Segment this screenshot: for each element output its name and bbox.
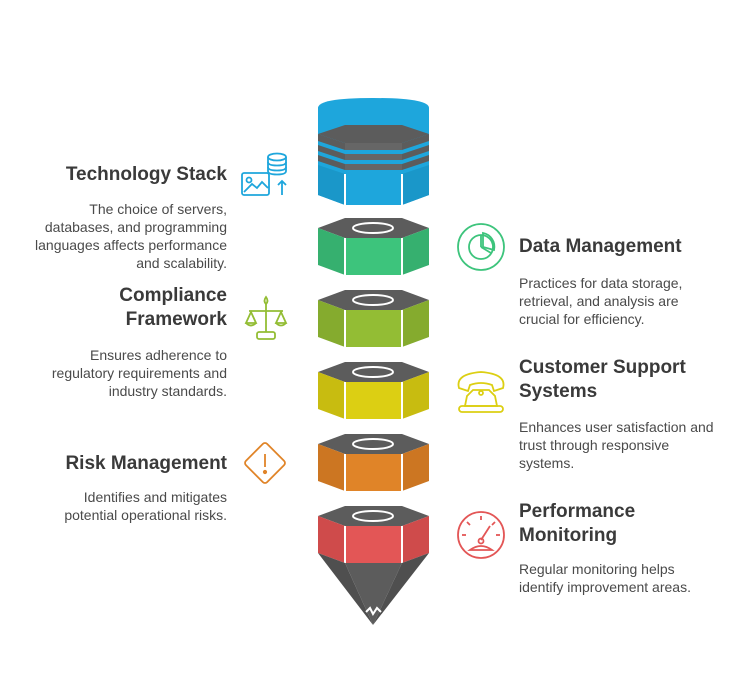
warning-diamond-icon — [244, 442, 286, 484]
customer-support-description: Enhances user satisfaction and trust thr… — [519, 419, 714, 471]
performance-description: Regular monitoring helps identify improv… — [519, 561, 691, 595]
stack-layer-technology — [318, 98, 429, 205]
technology-stack-description: The choice of servers, databases, and pr… — [35, 201, 227, 271]
telephone-icon — [457, 371, 505, 413]
risk-management-title: Risk Management — [65, 453, 227, 474]
customer-support-title-line2: Systems — [519, 381, 598, 402]
stack-layer-performance — [318, 506, 429, 563]
technology-stack-title: Technology Stack — [65, 164, 227, 185]
stack-layer-compliance — [318, 290, 429, 347]
data-management-title: Data Management — [519, 236, 682, 257]
risk-management-description: Identifies and mitigates potential opera… — [64, 489, 227, 523]
scales-icon — [244, 295, 288, 340]
stack-layer-risk-management — [318, 434, 429, 491]
compliance-title-line2: Framework — [125, 309, 227, 330]
performance-title-line2: Monitoring — [519, 525, 618, 546]
stack-cone-tip — [318, 553, 429, 625]
compliance-description: Ensures adherence to regulatory requirem… — [51, 347, 227, 399]
performance-title: Performance Monitoring — [519, 500, 739, 548]
stack-layer-customer-support — [318, 362, 429, 419]
data-management-description: Practices for data storage, retrieval, a… — [519, 275, 683, 327]
pie-chart-icon — [457, 223, 505, 271]
compliance-title: Compliance Framework — [30, 284, 227, 332]
performance-title-line1: Performance — [519, 501, 636, 522]
customer-support-title: Customer Support Systems — [519, 356, 739, 404]
database-image-icon — [241, 152, 287, 196]
compliance-title-line1: Compliance — [119, 285, 227, 306]
customer-support-title-line1: Customer Support — [519, 357, 686, 378]
speedometer-icon — [457, 511, 505, 559]
stack-layer-data-management — [318, 218, 429, 275]
